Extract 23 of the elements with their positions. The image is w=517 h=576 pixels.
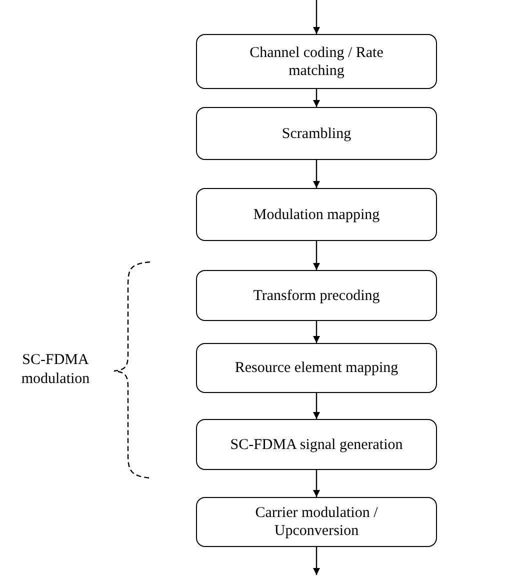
- arrow: [313, 547, 320, 575]
- step-label: Channel coding / Rate matching: [248, 44, 384, 80]
- step-label: Carrier modulation / Upconversion: [254, 504, 379, 540]
- process-box: [196, 107, 437, 160]
- process-box: [196, 188, 437, 241]
- step-label: Modulation mapping: [252, 206, 381, 224]
- process-box: [196, 270, 437, 321]
- arrow: [313, 470, 320, 497]
- arrow: [313, 89, 320, 107]
- process-box: [196, 34, 437, 89]
- arrow: [313, 241, 320, 270]
- process-box: [196, 419, 437, 470]
- arrow: [313, 0, 320, 34]
- step-label: SC-FDMA signal generation: [229, 436, 404, 454]
- process-box: [196, 497, 437, 547]
- step-label: Scrambling: [280, 124, 352, 142]
- arrow: [313, 393, 320, 419]
- step-label: Transform precoding: [252, 286, 381, 304]
- group-label: SC-FDMA modulation: [20, 351, 91, 389]
- arrow: [313, 160, 320, 188]
- arrow: [313, 321, 320, 343]
- step-label: Resource element mapping: [234, 359, 400, 377]
- process-box: [196, 343, 437, 393]
